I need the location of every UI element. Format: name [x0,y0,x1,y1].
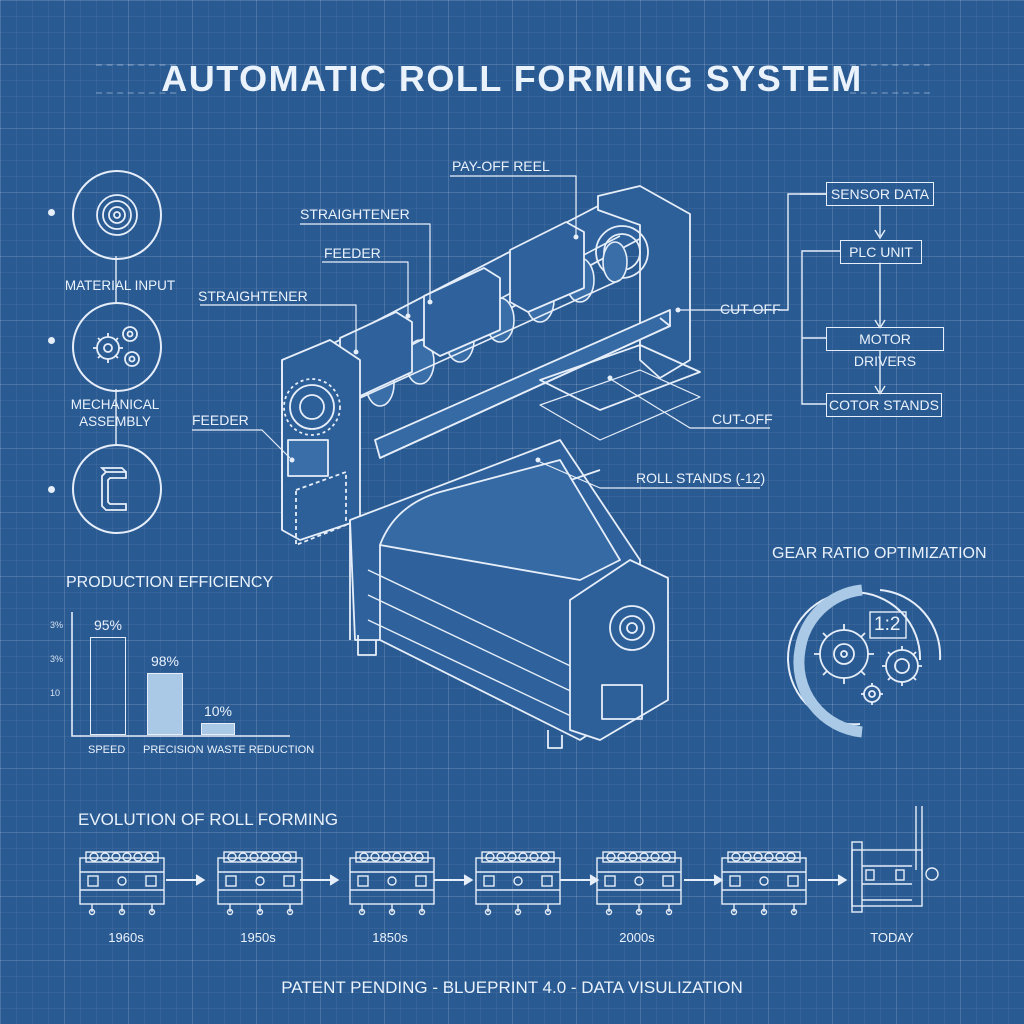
flow-box-sensor-data: SENSOR DATA [826,182,934,206]
y-tick-label: 10 [50,688,61,698]
callout-cutoff-lower: CUT-OFF [712,411,773,427]
gears-icon [93,326,140,367]
mechanical-assembly-circle [72,302,162,392]
mechanical-assembly-label: MECHANICAL ASSEMBLY [55,396,175,430]
timeline-machine-icon [721,851,807,916]
callout-feeder-top: FEEDER [324,245,381,261]
callout-straightener-mid: STRAIGHTENER [198,288,308,304]
panel-bullet [48,337,55,344]
timeline-machine-icon [79,851,165,916]
bar-waste-reduction [201,723,235,735]
callout-feeder-left: FEEDER [192,412,249,428]
flow-box-motor-drivers: MOTOR DRIVERS [826,327,944,369]
bar-speed [90,637,126,735]
bar-category-label: SPEED [88,744,126,756]
callout-roll-stands: ROLL STANDS (-12) [636,470,766,486]
timeline-arrow-head [713,874,724,886]
mechanical-assembly-label-line1: MECHANICAL [70,397,160,412]
bar-precision [147,673,183,735]
profile-channel-icon [99,467,127,511]
timeline-machine-icon [217,851,303,916]
profile-circle [72,444,162,534]
timeline-arrow-head [837,874,848,886]
timeline-arrow-head [589,874,600,886]
bar-category-label: WASTE REDUCTION [207,744,315,756]
timeline-label-today: TODAY [870,930,914,945]
title-decoration-left [96,64,176,94]
callout-payoff-reel: PAY-OFF REEL [452,158,550,174]
timeline-label-1950s: 1950s [240,930,276,945]
bar-value-label: 10% [203,703,233,719]
panel-bullet [48,209,55,216]
gear-ratio-title: GEAR RATIO OPTIMIZATION [772,545,987,562]
material-input-circle [72,170,162,260]
bar-category-label: PRECISION [143,744,204,756]
timeline-arrow-head [195,874,206,886]
y-tick-label: 3% [50,654,64,664]
flow-box-plc-unit: PLC UNIT [840,240,922,264]
material-input-label: MATERIAL INPUT [64,278,176,293]
timeline-label-1850s: 1850s [372,930,408,945]
y-tick-label: 3% [50,620,64,630]
footer-text: PATENT PENDING - BLUEPRINT 4.0 - DATA VI… [281,978,743,997]
timeline-label-1960s: 1960s [108,930,144,945]
timeline-machine-today-icon [851,806,939,913]
timeline-machine-icon [596,851,682,916]
timeline-arrow-head [463,874,474,886]
gear-ratio-value: 1:2 [874,614,901,635]
timeline-machine-icon [349,851,435,916]
callout-straightener-top: STRAIGHTENER [300,206,410,222]
coil-icon [96,194,138,236]
panel-bullet [48,486,55,493]
title-decoration-right [850,64,930,94]
bar-value-label: 98% [150,653,180,669]
flow-box-cotor-stands: COTOR STANDS [826,393,942,417]
timeline-machine-icon [475,851,561,916]
mechanical-assembly-label-line2: ASSEMBLY [79,414,151,429]
timeline-arrow-head [329,874,340,886]
production-efficiency-title: PRODUCTION EFFICIENCY [66,574,274,591]
timeline-label-2000s: 2000s [619,930,655,945]
bar-value-label: 95% [93,617,123,633]
evolution-title: EVOLUTION OF ROLL FORMING [78,810,339,829]
callout-cutoff-right: CUT-OFF [720,301,781,317]
page-title: AUTOMATIC ROLL FORMING SYSTEM [161,58,863,99]
